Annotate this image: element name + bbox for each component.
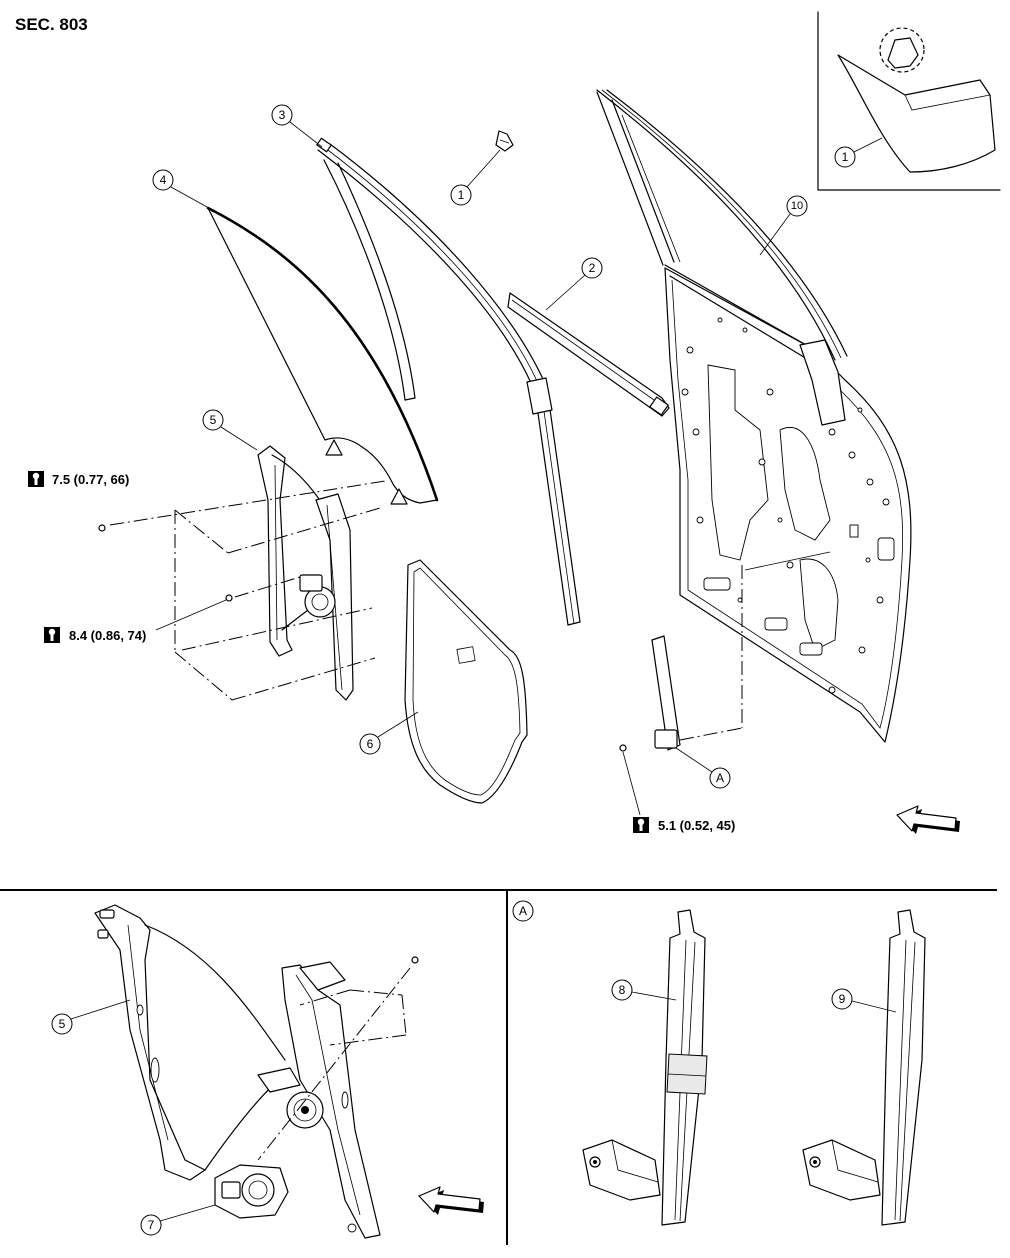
door-glass bbox=[206, 206, 439, 505]
inset-clip-highlight bbox=[879, 27, 925, 73]
panel-letter: A bbox=[519, 904, 527, 918]
clip bbox=[495, 130, 514, 152]
bolt bbox=[98, 524, 106, 532]
door-access-hole bbox=[779, 427, 831, 541]
callout-3: 3 bbox=[271, 104, 323, 148]
door-access-hole bbox=[799, 558, 839, 651]
callout-8: 8 bbox=[611, 979, 677, 1001]
regulator-gear bbox=[286, 1091, 324, 1129]
torque-spec-1: 7.5 (0.77, 66) bbox=[28, 471, 129, 487]
callout-number: 2 bbox=[589, 261, 596, 275]
door-mounting-holes bbox=[681, 317, 890, 694]
callout-A: A bbox=[675, 747, 731, 789]
glass-mark-triangle bbox=[325, 439, 343, 456]
callout-5: 5 bbox=[202, 409, 258, 451]
torque-value: 8.4 (0.86, 74) bbox=[69, 628, 146, 643]
inset-clip bbox=[887, 37, 919, 69]
callout-number: 5 bbox=[59, 1017, 66, 1031]
assembly-lines-detail bbox=[257, 967, 411, 1161]
window-regulator bbox=[257, 445, 354, 701]
assembly-lines-main bbox=[109, 480, 743, 741]
callout-number: 6 bbox=[367, 737, 374, 751]
callout-7: 7 bbox=[140, 1204, 216, 1236]
callout-6: 6 bbox=[359, 711, 419, 755]
glass-run bbox=[316, 137, 581, 626]
regulator-motor bbox=[214, 1164, 289, 1219]
bolts bbox=[98, 524, 627, 752]
callout-number: 3 bbox=[279, 108, 286, 122]
callout-letter: A bbox=[716, 771, 724, 785]
callout-2: 2 bbox=[545, 257, 603, 311]
callout-10: 10 bbox=[759, 195, 808, 256]
sealing-screen bbox=[404, 559, 528, 804]
torque-spec-3: 5.1 (0.52, 45) bbox=[622, 751, 735, 833]
callout-number: 10 bbox=[791, 200, 803, 212]
callout-1-inset: 1 bbox=[834, 137, 883, 168]
rear-lower-sash-channel bbox=[802, 909, 926, 1226]
lower-sash-channel bbox=[651, 635, 681, 751]
inset-frame bbox=[817, 11, 1001, 191]
callout-number: 4 bbox=[160, 173, 167, 187]
callout-5-detail: 5 bbox=[51, 999, 131, 1035]
callout-1: 1 bbox=[450, 149, 501, 206]
callout-number: 1 bbox=[842, 150, 849, 164]
torque-wrench-icon bbox=[633, 817, 649, 833]
glass-mark-triangle bbox=[390, 488, 408, 505]
door-panel bbox=[596, 89, 912, 743]
torque-wrench-icon bbox=[44, 627, 60, 643]
torque-value: 7.5 (0.77, 66) bbox=[52, 472, 129, 487]
bolt bbox=[619, 744, 627, 752]
section-label: SEC. 803 bbox=[15, 15, 88, 34]
bolt bbox=[411, 956, 419, 964]
inset-door-trim bbox=[837, 27, 996, 173]
callout-9: 9 bbox=[831, 988, 897, 1013]
callout-number: 1 bbox=[458, 188, 465, 202]
torque-wrench-icon bbox=[28, 471, 44, 487]
torque-spec-2: 8.4 (0.86, 74) bbox=[44, 599, 227, 643]
panel-A-label: A bbox=[512, 900, 534, 922]
callout-number: 9 bbox=[839, 992, 846, 1006]
callout-number: 8 bbox=[619, 983, 626, 997]
front-direction-arrow-icon bbox=[418, 1186, 484, 1215]
door-access-hole bbox=[707, 364, 769, 561]
front-direction-arrow-icon bbox=[896, 805, 960, 834]
callout-number: 7 bbox=[148, 1218, 155, 1232]
front-lower-sash-channel bbox=[582, 909, 708, 1226]
bolt bbox=[225, 594, 233, 602]
regulator-detail bbox=[94, 904, 419, 1239]
panel-dividers bbox=[0, 11, 1001, 1245]
callout-4: 4 bbox=[152, 169, 208, 208]
weatherstrip bbox=[507, 292, 670, 417]
callout-number: 5 bbox=[210, 413, 217, 427]
torque-value: 5.1 (0.52, 45) bbox=[658, 818, 735, 833]
